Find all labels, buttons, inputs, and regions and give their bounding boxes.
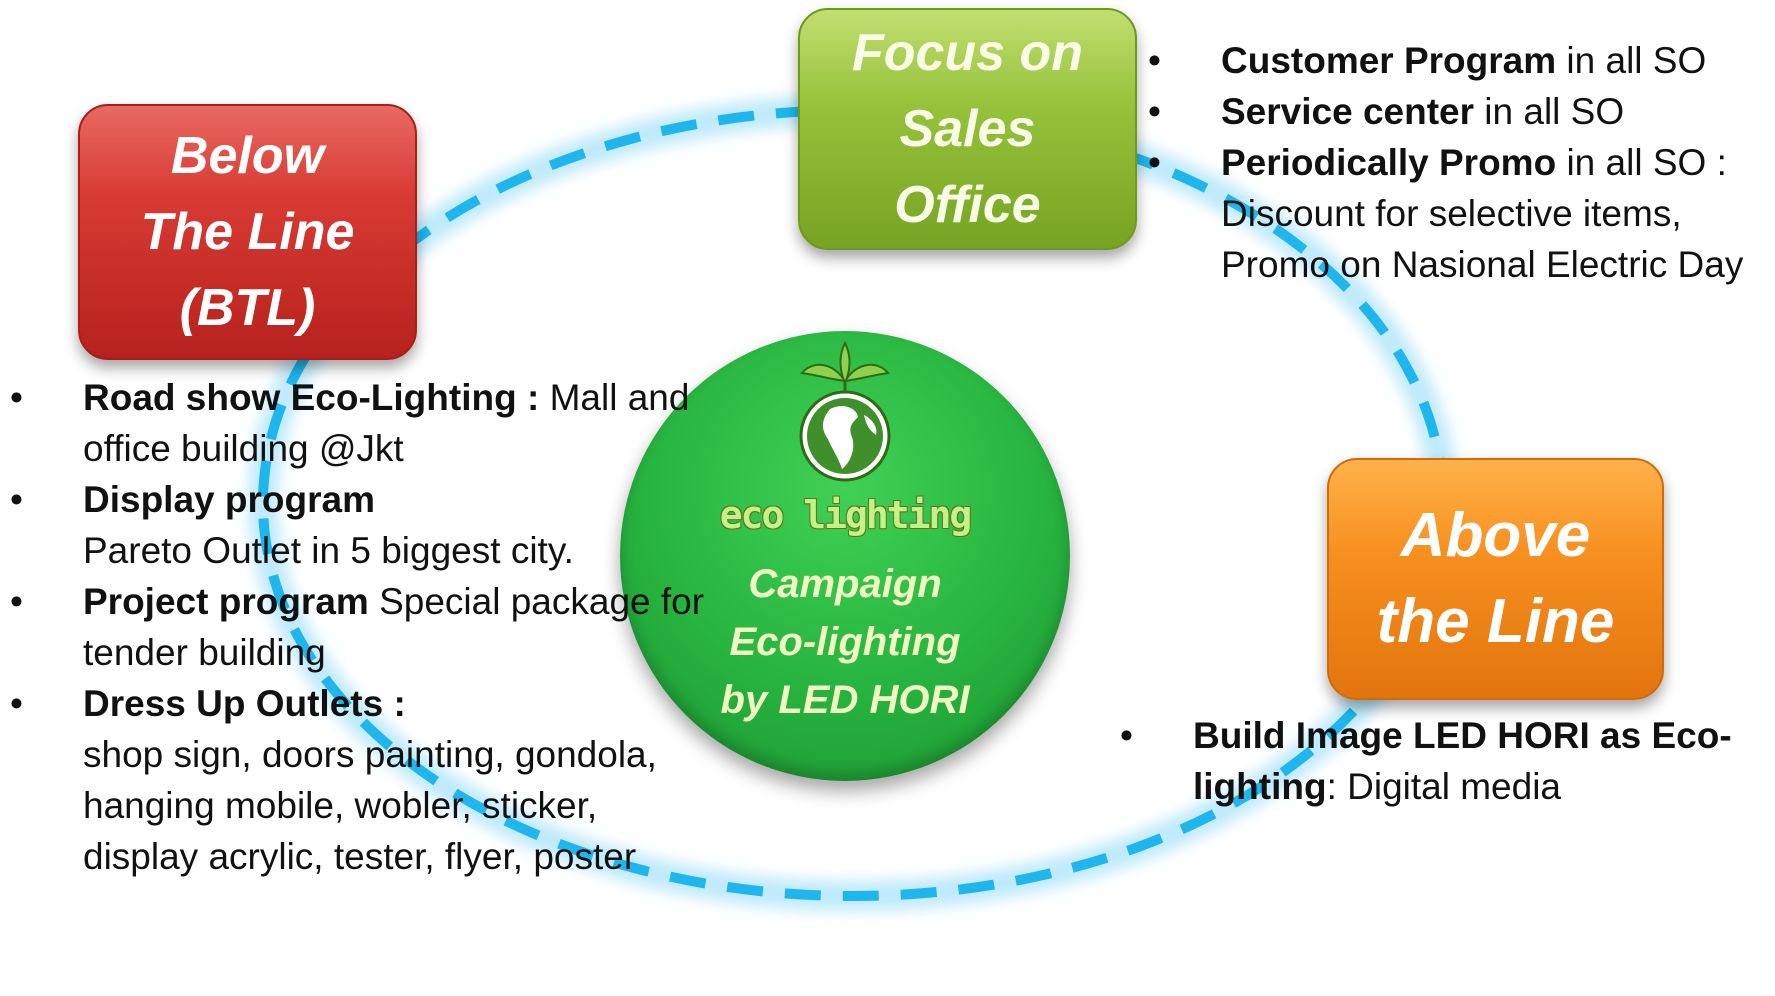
sales-office-list: • Customer Program in all SO • Service cen…	[1148, 35, 1775, 290]
eco-lighting-brand: eco lighting	[719, 493, 973, 537]
so-title-line-1: Focus on	[851, 24, 1084, 82]
btl-list: • Road show Eco-Lighting : Mall and offic…	[10, 372, 710, 882]
item-text: shop sign, doors painting, gondola, hang…	[83, 734, 657, 877]
bullet-icon: •	[10, 683, 23, 724]
btl-box: Below The Line (BTL)	[78, 104, 417, 360]
atl-box: Above the Line	[1327, 458, 1664, 700]
atl-list: • Build Image LED HORI as Eco-lighting: D…	[1120, 710, 1760, 812]
btl-title-line-1: Below	[170, 127, 325, 185]
hub-text: Campaign Eco-lighting by LED HORI	[620, 555, 1070, 729]
campaign-hub-circle: eco lighting Campaign Eco-lighting by LE…	[620, 331, 1070, 781]
so-title-line-2: Sales	[899, 100, 1036, 158]
item-bold: Display program	[83, 479, 375, 520]
item-text: in all SO	[1474, 91, 1625, 132]
item-bold: Project program	[83, 581, 369, 622]
item-text: : Digital media	[1326, 766, 1562, 807]
item-bold: Customer Program	[1221, 40, 1557, 81]
item-text: in all SO : Discount for selective items…	[1221, 142, 1744, 285]
hub-line-3: by LED HORI	[720, 678, 970, 722]
bullet-icon: •	[1148, 40, 1161, 81]
list-item: • Build Image LED HORI as Eco-lighting: D…	[1120, 710, 1760, 812]
bullet-icon: •	[1120, 715, 1133, 756]
btl-title-line-2: The Line	[140, 203, 355, 261]
item-bold: Service center	[1221, 91, 1475, 132]
hub-line-2: Eco-lighting	[729, 620, 961, 664]
eco-globe-icon	[799, 340, 891, 482]
bullet-icon: •	[10, 581, 23, 622]
btl-title-line-3: (BTL)	[179, 279, 316, 337]
atl-title-line-1: Above	[1400, 501, 1591, 570]
item-bold: Dress Up Outlets :	[83, 683, 406, 724]
item-bold: Build Image LED HORI as Eco-lighting	[1193, 715, 1732, 807]
atl-title-line-2: the Line	[1376, 587, 1615, 656]
item-bold: Periodically Promo	[1221, 142, 1557, 183]
so-title-line-3: Office	[894, 176, 1041, 234]
item-text: in all SO	[1556, 40, 1707, 81]
item-text: Mall and office building @Jkt	[83, 377, 690, 469]
list-item: • Road show Eco-Lighting : Mall and offic…	[10, 372, 710, 474]
list-item: • Service center in all SO	[1148, 86, 1775, 137]
list-item: • Dress Up Outlets : shop sign, doors pain…	[10, 678, 710, 882]
item-text: Pareto Outlet in 5 biggest city.	[83, 530, 574, 571]
item-text: Special package for tender building	[83, 581, 705, 673]
list-item: • Periodically Promo in all SO : Discount…	[1148, 137, 1775, 290]
bullet-icon: •	[10, 377, 23, 418]
item-bold: Road show Eco-Lighting :	[83, 377, 540, 418]
list-item: • Customer Program in all SO	[1148, 35, 1775, 86]
bullet-icon: •	[1148, 142, 1161, 183]
list-item: • Project program Special package for ten…	[10, 576, 710, 678]
bullet-icon: •	[1148, 91, 1161, 132]
sales-office-box: Focus on Sales Office	[798, 8, 1137, 250]
hub-line-1: Campaign	[748, 562, 942, 606]
bullet-icon: •	[10, 479, 23, 520]
